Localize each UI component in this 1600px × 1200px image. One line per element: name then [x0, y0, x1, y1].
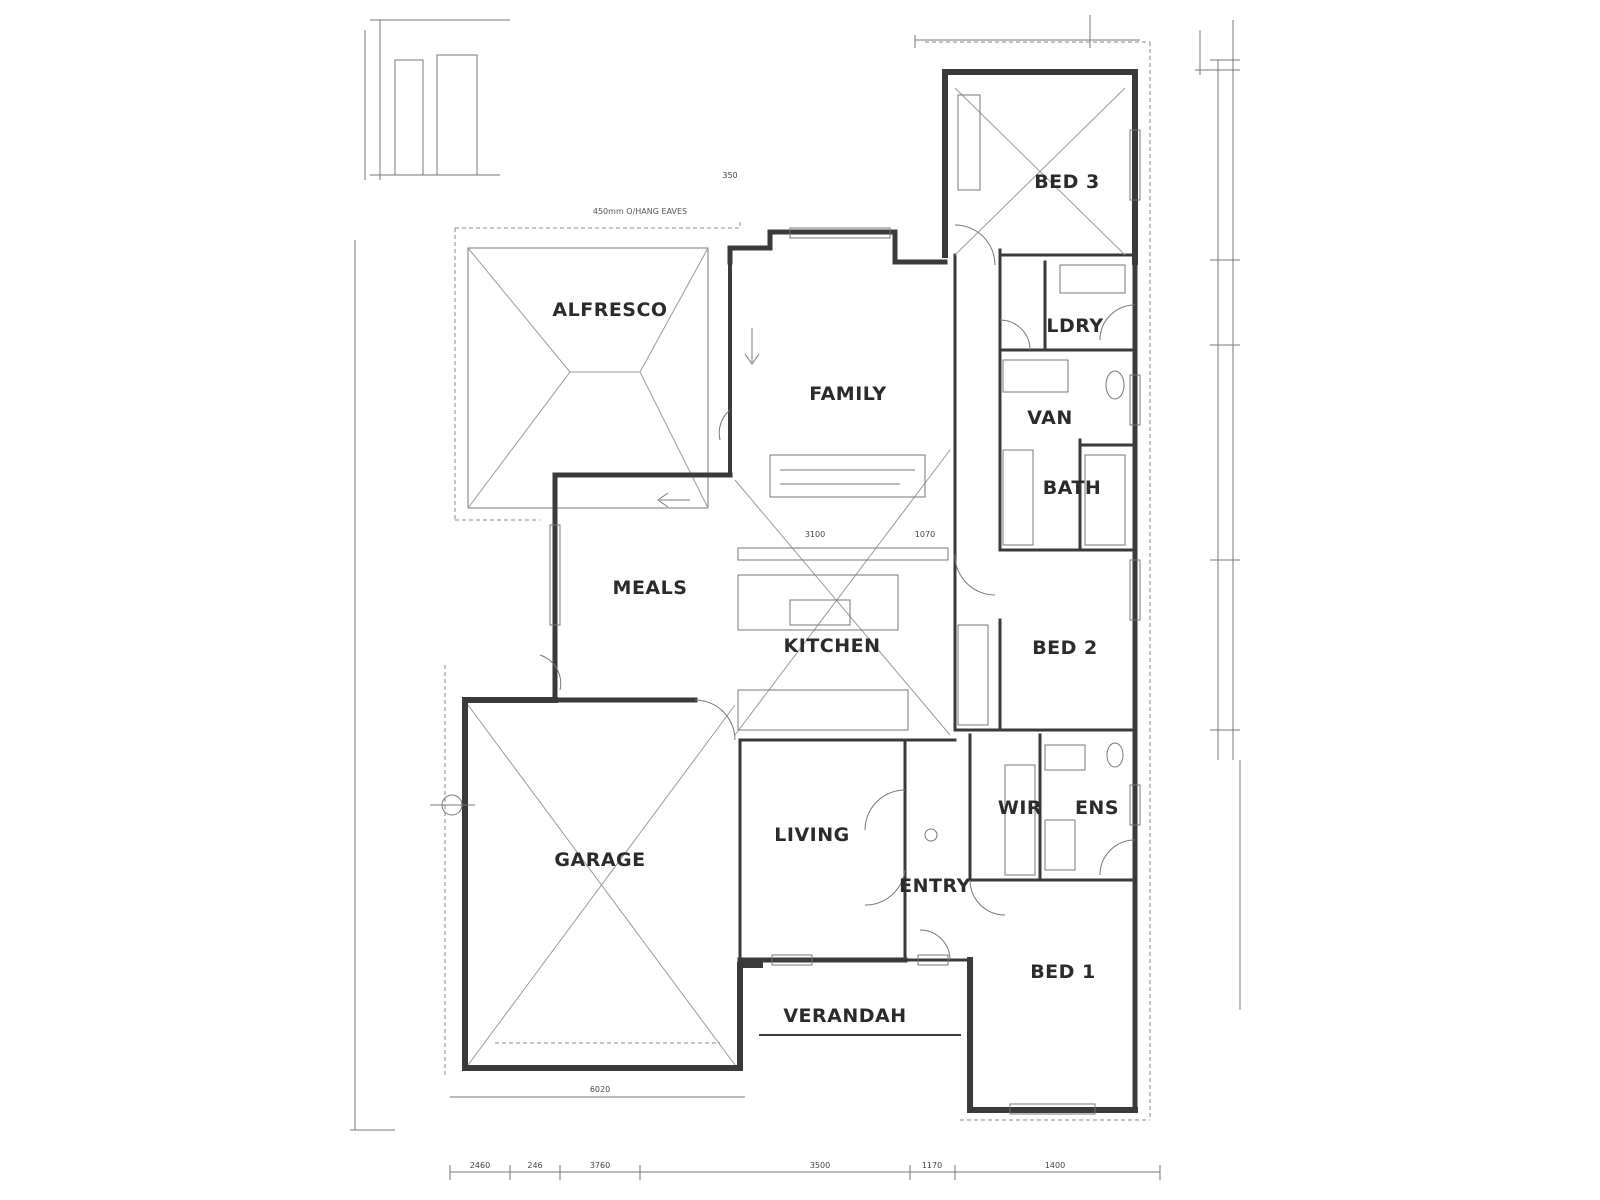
- label-bath: BATH: [1043, 477, 1102, 499]
- internal-walls: [738, 248, 1137, 1036]
- dim-1070: 1070: [915, 530, 935, 539]
- dim-3760: 3760: [590, 1161, 610, 1170]
- label-verandah: VERANDAH: [783, 1005, 906, 1027]
- label-van: VAN: [1027, 407, 1073, 429]
- dim-246: 246: [527, 1161, 542, 1170]
- label-bed1: BED 1: [1030, 961, 1096, 983]
- fall-arrows: [657, 328, 760, 508]
- alfresco-roof: [467, 247, 709, 509]
- eave-outline: [444, 41, 1151, 1121]
- label-family: FAMILY: [809, 383, 886, 405]
- eaves-note: 450mm O/HANG EAVES: [593, 207, 687, 216]
- label-bed3: BED 3: [1034, 171, 1100, 193]
- dim-1170: 1170: [922, 1161, 942, 1170]
- dim-garage-width: 6020: [590, 1085, 610, 1094]
- label-alfresco: ALFRESCO: [552, 299, 667, 321]
- label-ens: ENS: [1075, 797, 1119, 819]
- room-labels: ALFRESCO FAMILY MEALS KITCHEN GARAGE LIV…: [552, 171, 1119, 1027]
- elevation-detail: [364, 19, 510, 180]
- label-bed2: BED 2: [1032, 637, 1098, 659]
- label-ldry: LDRY: [1046, 315, 1103, 337]
- label-living: LIVING: [774, 824, 849, 846]
- note-box: [769, 454, 926, 498]
- dim-1400: 1400: [1045, 1161, 1065, 1170]
- kitchen-benches: [737, 547, 949, 731]
- garage-roof: [467, 704, 736, 1066]
- label-kitchen: KITCHEN: [784, 635, 881, 657]
- markers: [430, 30, 1240, 816]
- dimension-lines: [350, 15, 1241, 1180]
- windows: [549, 129, 1141, 1115]
- dim-3100: 3100: [805, 530, 825, 539]
- label-entry: ENTRY: [899, 875, 971, 897]
- label-wir: WIR: [998, 797, 1042, 819]
- fixtures: [924, 264, 1126, 871]
- dim-350: 350: [722, 171, 737, 180]
- doors: [539, 224, 1136, 961]
- dim-2460: 2460: [470, 1161, 490, 1170]
- label-meals: MEALS: [613, 577, 688, 599]
- label-garage: GARAGE: [554, 849, 645, 871]
- annotations: 450mm O/HANG EAVES 350 3100 1070 6020 24…: [470, 171, 1065, 1170]
- dim-3500: 3500: [810, 1161, 830, 1170]
- wardrobes: [957, 94, 1036, 876]
